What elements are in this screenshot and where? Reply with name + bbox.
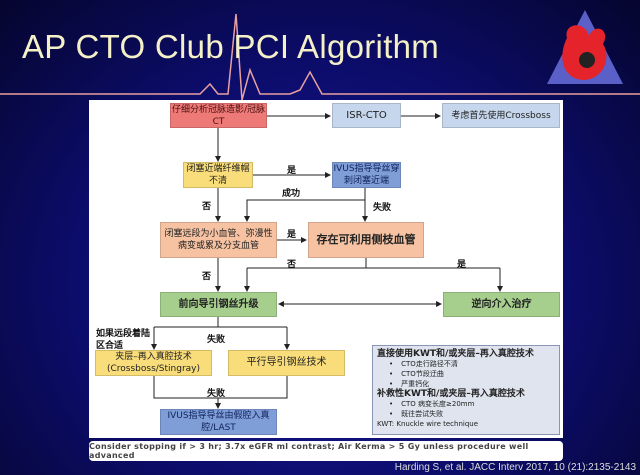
dissection-reentry-box: 夹层–再入真腔技术 (Crossboss/Stingray) bbox=[95, 350, 212, 376]
info-bullet: 既往尝试失败 bbox=[377, 409, 555, 419]
retrograde-box: 逆向介入治疗 bbox=[443, 292, 560, 317]
info-heading-direct: 直接使用KWT和/或夹层–再入真腔技术 bbox=[377, 349, 534, 359]
label-no: 否 bbox=[202, 272, 212, 282]
isr-cto-box: ISR-CTO bbox=[332, 103, 401, 128]
label-no: 否 bbox=[202, 202, 212, 212]
analyze-angiography-box: 仔细分析冠脉造影/冠脉CT bbox=[170, 103, 267, 128]
info-footnote: KWT: Knuckle wire technique bbox=[377, 420, 479, 428]
info-heading-bailout: 补救性KWT和/或夹层–再入真腔技术 bbox=[377, 389, 525, 399]
label-fail: 失败 bbox=[207, 389, 226, 399]
label-success: 成功 bbox=[282, 189, 301, 199]
side-branch-box: 存在可利用侧枝血管 bbox=[308, 222, 424, 258]
antegrade-escalation-box: 前向导引钢丝升级 bbox=[160, 292, 277, 317]
label-fail: 失败 bbox=[373, 203, 392, 213]
proximal-cap-box: 闭塞近端纤维帽不清 bbox=[183, 162, 253, 188]
parallel-wire-box: 平行导引钢丝技术 bbox=[228, 350, 345, 376]
info-bullet: CTO走行路径不清 bbox=[377, 359, 555, 369]
label-fail: 失败 bbox=[207, 335, 226, 345]
stopping-criteria-note: Consider stopping if > 3 hr; 3.7x eGFR m… bbox=[89, 441, 563, 461]
ivus-puncture-box: IVUS指导导丝穿刺闭塞近端 bbox=[332, 162, 401, 188]
label-landing-zone: 如果远段着陆区合适 bbox=[96, 329, 151, 351]
ivus-last-box: IVUS指导导丝由假腔入真腔/LAST bbox=[160, 409, 277, 435]
label-yes: 是 bbox=[287, 166, 297, 176]
distal-vessel-box: 闭塞远段为小血管、弥漫性病变或累及分支血管 bbox=[160, 222, 277, 258]
society-logo-icon bbox=[547, 10, 623, 84]
slide-title: AP CTO Club PCI Algorithm bbox=[22, 28, 440, 65]
crossboss-box: 考虑首先使用Crossboss bbox=[442, 103, 560, 128]
info-bullet: 严重钙化 bbox=[377, 379, 555, 389]
info-bullet: CTO节段迂曲 bbox=[377, 369, 555, 379]
kwt-info-box: 直接使用KWT和/或夹层–再入真腔技术 CTO走行路径不清 CTO节段迂曲 严重… bbox=[372, 345, 560, 435]
label-yes: 是 bbox=[287, 230, 297, 240]
label-no: 否 bbox=[287, 260, 297, 270]
info-bullet: CTO 病变长度≥20mm bbox=[377, 399, 555, 409]
citation: Harding S, et al. JACC Interv 2017, 10 (… bbox=[394, 462, 636, 473]
label-yes: 是 bbox=[457, 260, 467, 270]
